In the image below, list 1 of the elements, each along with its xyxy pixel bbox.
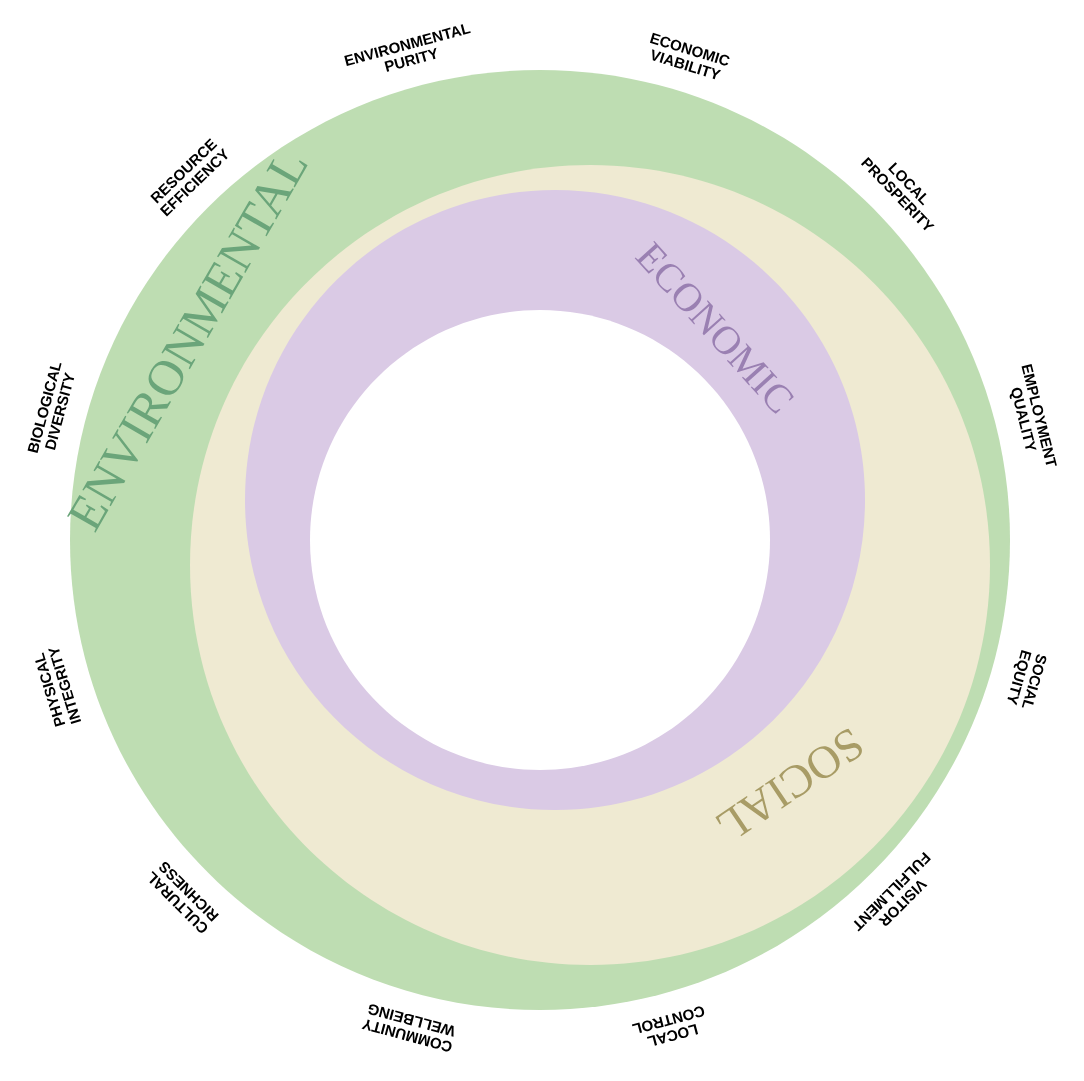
outer-label: SOCIAL EQUITY xyxy=(1007,650,1047,708)
